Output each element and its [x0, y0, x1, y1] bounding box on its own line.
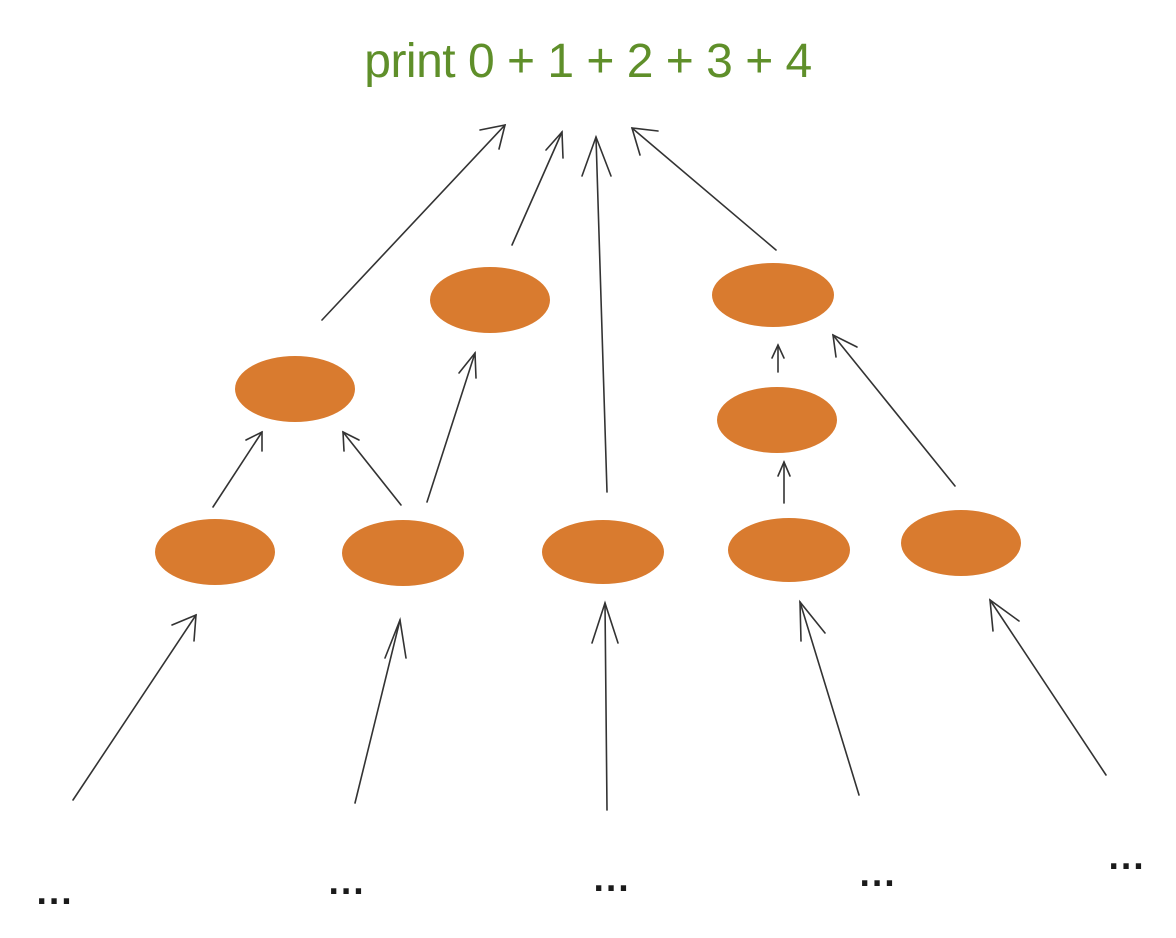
- diagram-title: print 0 + 1 + 2 + 3 + 4: [364, 35, 812, 88]
- node-bottom-1: [155, 519, 275, 585]
- edge-node1-to-left-mid: [212, 430, 263, 508]
- edges: [72, 123, 1107, 811]
- edge-to-title-4: [630, 127, 777, 251]
- edge-bottom-5: [989, 598, 1107, 776]
- edge-right-mid-to-right-top: [771, 343, 785, 373]
- edge-node4-to-right-mid: [777, 459, 791, 504]
- node-bottom-5: [901, 510, 1021, 576]
- ellipsis-2: ...: [328, 867, 366, 902]
- node-left-mid: [235, 356, 355, 422]
- edge-to-title-2: [511, 129, 564, 246]
- node-bottom-2: [342, 520, 464, 586]
- edge-bottom-1: [72, 613, 197, 801]
- node-center-top: [430, 267, 550, 333]
- edge-to-title-3: [581, 134, 612, 493]
- edge-node2-to-left-mid: [342, 430, 402, 506]
- edge-bottom-2: [354, 616, 407, 804]
- node-right-top: [712, 263, 834, 327]
- edge-node5-to-right-top: [832, 333, 956, 487]
- edge-bottom-4: [799, 599, 860, 796]
- edge-bottom-3: [591, 600, 619, 811]
- ellipsis-3: ...: [593, 864, 631, 899]
- edge-to-title-1: [321, 123, 507, 321]
- node-bottom-4: [728, 518, 850, 582]
- ellipsis-4: ...: [859, 859, 897, 894]
- node-right-mid: [717, 387, 837, 453]
- ellipsis-1: ...: [36, 877, 74, 912]
- nodes: [155, 263, 1021, 586]
- edge-node2-to-center-mid: [426, 350, 477, 503]
- node-bottom-3: [542, 520, 664, 584]
- ellipsis-5: ...: [1108, 842, 1146, 877]
